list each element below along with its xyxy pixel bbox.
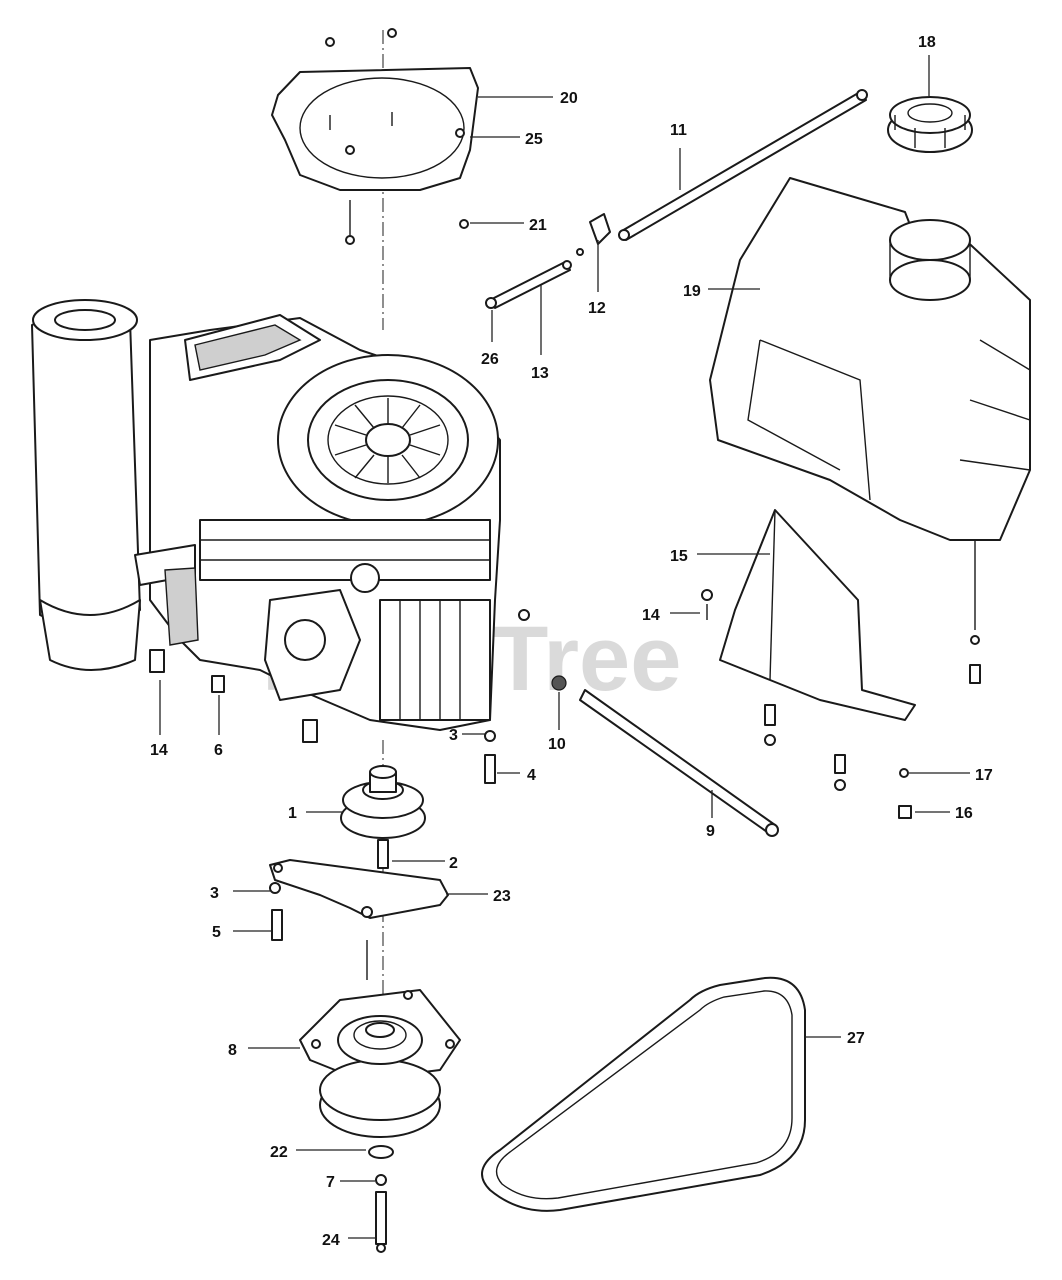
callout-23: 23 xyxy=(493,888,511,905)
rod-part xyxy=(579,689,779,837)
callout-14-right: 14 xyxy=(642,607,660,624)
fuel-line-assembly xyxy=(459,89,868,309)
callout-22: 22 xyxy=(270,1144,288,1161)
callout-17: 17 xyxy=(975,767,993,784)
callout-2: 2 xyxy=(449,855,458,872)
clutch-bolt-stack xyxy=(368,1145,394,1253)
callout-4: 4 xyxy=(527,767,536,784)
callout-11: 11 xyxy=(670,122,687,139)
callout-3-lower: 3 xyxy=(210,885,219,902)
callout-9: 9 xyxy=(706,823,715,840)
callout-24: 24 xyxy=(322,1232,340,1249)
callout-1: 1 xyxy=(288,805,297,822)
callout-5: 5 xyxy=(212,924,221,941)
callout-7: 7 xyxy=(326,1174,335,1191)
clutch-bracket-part xyxy=(269,859,449,980)
callout-26: 26 xyxy=(481,351,499,368)
fasteners xyxy=(484,589,912,819)
callout-21: 21 xyxy=(529,217,547,234)
callout-19: 19 xyxy=(683,283,701,300)
callout-27: 27 xyxy=(847,1030,865,1047)
pulley-part xyxy=(340,765,426,869)
callout-12: 12 xyxy=(588,300,606,317)
callout-25: 25 xyxy=(525,131,543,148)
leader-lines xyxy=(159,55,970,1239)
callout-14-left: 14 xyxy=(150,742,168,759)
callout-3-upper: 3 xyxy=(449,727,458,744)
callout-15: 15 xyxy=(670,548,688,565)
callout-18: 18 xyxy=(918,34,936,51)
mounting-plate-part xyxy=(271,28,479,245)
drive-belt-part xyxy=(481,976,806,1212)
engine-block-part xyxy=(31,299,501,743)
callout-8: 8 xyxy=(228,1042,237,1059)
fuel-cap-part xyxy=(887,96,973,153)
electric-clutch-part xyxy=(299,989,461,1138)
fan-blades xyxy=(334,398,441,483)
callout-6: 6 xyxy=(214,742,223,759)
callout-13: 13 xyxy=(531,365,549,382)
callout-20: 20 xyxy=(560,90,578,107)
fuel-tank-part xyxy=(709,177,1031,684)
callout-10: 10 xyxy=(548,736,566,753)
tank-bracket-part xyxy=(719,509,916,791)
callout-16: 16 xyxy=(955,805,973,822)
callout-labels: 20 25 21 11 12 13 26 18 19 15 14 14 6 3 … xyxy=(150,34,993,1249)
